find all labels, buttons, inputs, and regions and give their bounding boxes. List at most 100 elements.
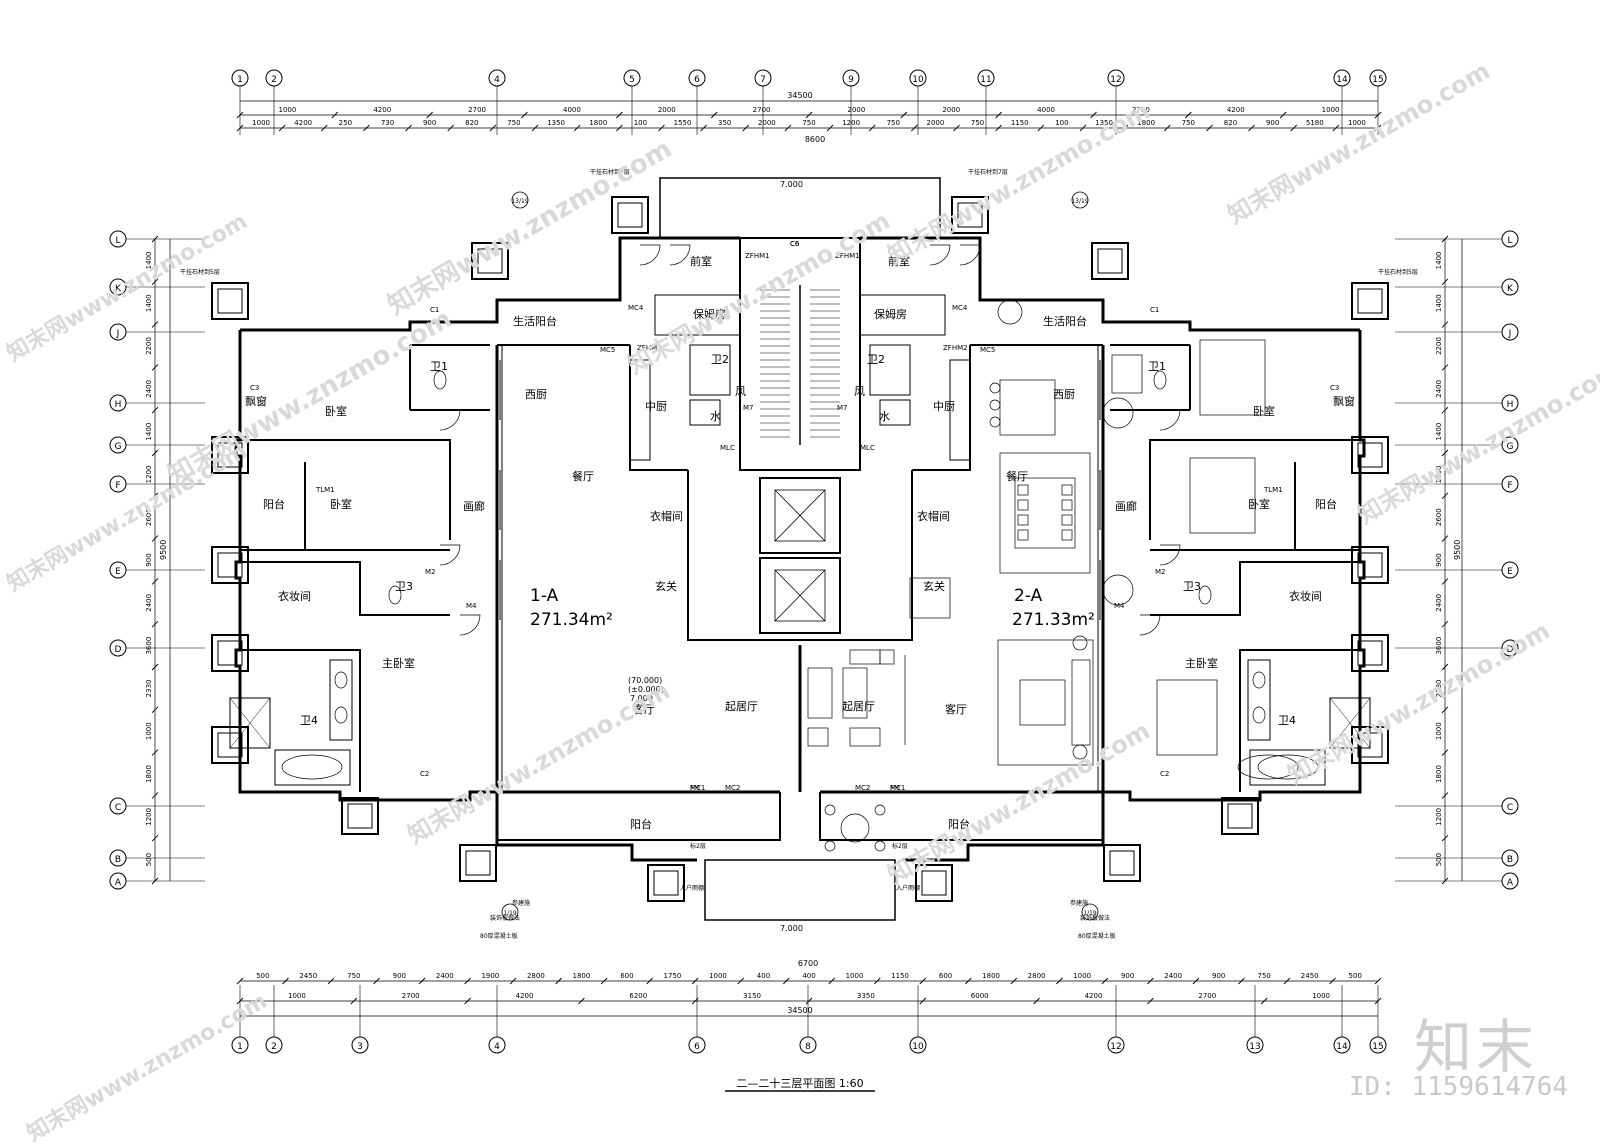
dim-bottom-1-tick	[1329, 977, 1336, 985]
grid-label-left: H	[115, 400, 122, 410]
dim-right-tick	[1441, 877, 1449, 885]
dim-top-2-tick	[658, 124, 665, 132]
dim-bottom-1-value: 500	[256, 972, 269, 980]
dim-top-1-tick	[616, 111, 623, 119]
grid-label-right: B	[1507, 855, 1513, 865]
chair	[824, 840, 836, 852]
dim-top-2-value: 730	[381, 119, 394, 127]
dim-bottom-center: 6700	[798, 959, 818, 968]
window-bay	[471, 242, 509, 280]
window-bay-inner	[217, 640, 243, 666]
grid-label-bottom: 15	[1372, 1042, 1383, 1052]
room-label-right: 客厅	[945, 702, 967, 716]
dim-bottom-1-tick	[236, 977, 244, 985]
dim-bottom-1-value: 750	[1258, 972, 1271, 980]
room-label-right: 阳台	[948, 817, 970, 831]
window-bay	[211, 282, 249, 320]
dim-bottom-1-tick	[1101, 977, 1109, 985]
door-code: M2	[1155, 568, 1166, 576]
annotation: 干挂石材到7层	[590, 168, 630, 176]
grid-label-top: 10	[912, 75, 924, 85]
sink	[1252, 706, 1266, 724]
wc2-box	[869, 344, 911, 396]
grid-label-top: 5	[629, 75, 635, 85]
dim-bottom-2-tick	[350, 997, 358, 1005]
round-table	[997, 299, 1023, 325]
room-label-left: 衣帽间	[650, 509, 683, 523]
window-bay-inner	[1357, 442, 1383, 468]
armchair	[807, 667, 833, 719]
dim-bottom-1-value: 900	[393, 972, 406, 980]
shower-diag	[229, 697, 271, 749]
dim-top-2-value: 100	[634, 119, 647, 127]
dim-bottom-1-value: 2450	[1301, 972, 1319, 980]
room-label-left: 卧室	[330, 497, 352, 511]
dim-right-tick	[1441, 364, 1449, 371]
dim-right-value: 1400	[1435, 294, 1443, 312]
dim-top-2-value: 1800	[589, 119, 607, 127]
dim-top-2-tick	[826, 124, 834, 132]
dim-left-tick	[151, 749, 159, 756]
dim-top-1-value: 2000	[848, 106, 866, 114]
kitchen-island	[999, 379, 1056, 436]
dim-left-value: 900	[145, 553, 153, 566]
dim-left-tick	[151, 663, 159, 671]
dim-bottom-1-tick	[919, 977, 927, 985]
window-bay-inner	[921, 870, 947, 896]
room-label-right: 起居厅	[842, 700, 875, 713]
dim-bottom-1-value: 2800	[527, 972, 545, 980]
table	[879, 649, 895, 665]
dim-top-2-tick	[405, 124, 412, 132]
section-mark-label: 13/19	[511, 198, 528, 205]
window-bay-inner	[477, 248, 503, 274]
dim-bottom-2-value: 1000	[288, 992, 306, 1000]
dim-top-2-value: 250	[339, 119, 352, 127]
dim-top-1-value: 1000	[1322, 106, 1340, 114]
grid-label-top: 14	[1336, 75, 1348, 85]
window-bay	[1351, 282, 1389, 320]
room-label-left: 中厨	[645, 400, 667, 413]
dim-bottom-2-value: 3150	[743, 992, 761, 1000]
door-code: M7	[837, 404, 848, 412]
dim-right-tick	[1441, 535, 1449, 542]
water-shaft	[879, 399, 911, 426]
door-code: MC4	[628, 304, 644, 312]
dim-top-2-value: 900	[1266, 119, 1279, 127]
dim-top-2-tick	[1290, 124, 1298, 132]
window-bay-inner	[217, 442, 243, 468]
dim-left-tick	[151, 620, 159, 628]
dim-right-tick	[1441, 235, 1449, 243]
window-bay-inner	[617, 202, 643, 228]
window-bay-inner	[1097, 248, 1123, 274]
outer-wall-top	[240, 236, 740, 332]
door-code: MC1	[690, 784, 705, 792]
dim-top-1-value: 2000	[658, 106, 676, 114]
dim-bottom-2-value: 2700	[402, 992, 420, 1000]
room-label-left: 卧室	[325, 404, 347, 418]
door-swing	[959, 244, 981, 266]
dim-bottom-1-tick	[782, 977, 790, 985]
dining-chair	[1017, 514, 1029, 526]
dim-top-1-value: 4000	[1037, 106, 1055, 114]
door-swing	[439, 409, 461, 431]
dim-top-2-value: 1000	[1348, 119, 1366, 127]
room-label-right: 卧室	[1248, 497, 1270, 511]
grid-label-top: 7	[760, 75, 766, 85]
dining-chair	[1017, 484, 1029, 496]
inner-wall-foyer	[687, 470, 780, 641]
dim-bottom-1-value: 400	[802, 972, 815, 980]
window-bay	[1351, 546, 1389, 584]
dim-bottom-1-tick	[1283, 977, 1291, 985]
room-label-left: 飘窗	[245, 394, 267, 408]
bathtub	[274, 749, 351, 786]
dim-bottom-2-value: 2700	[1198, 992, 1216, 1000]
section-mark-label: 13/19	[1071, 198, 1088, 205]
room-label-right: 衣帽间	[917, 509, 950, 523]
door-swing	[1159, 544, 1181, 566]
grid-label-top: 12	[1110, 75, 1121, 85]
dining-chair	[1017, 529, 1029, 541]
grid-label-bottom: 13	[1249, 1042, 1260, 1052]
door-code: MC1	[890, 784, 905, 792]
dim-left-value: 1000	[145, 722, 153, 740]
